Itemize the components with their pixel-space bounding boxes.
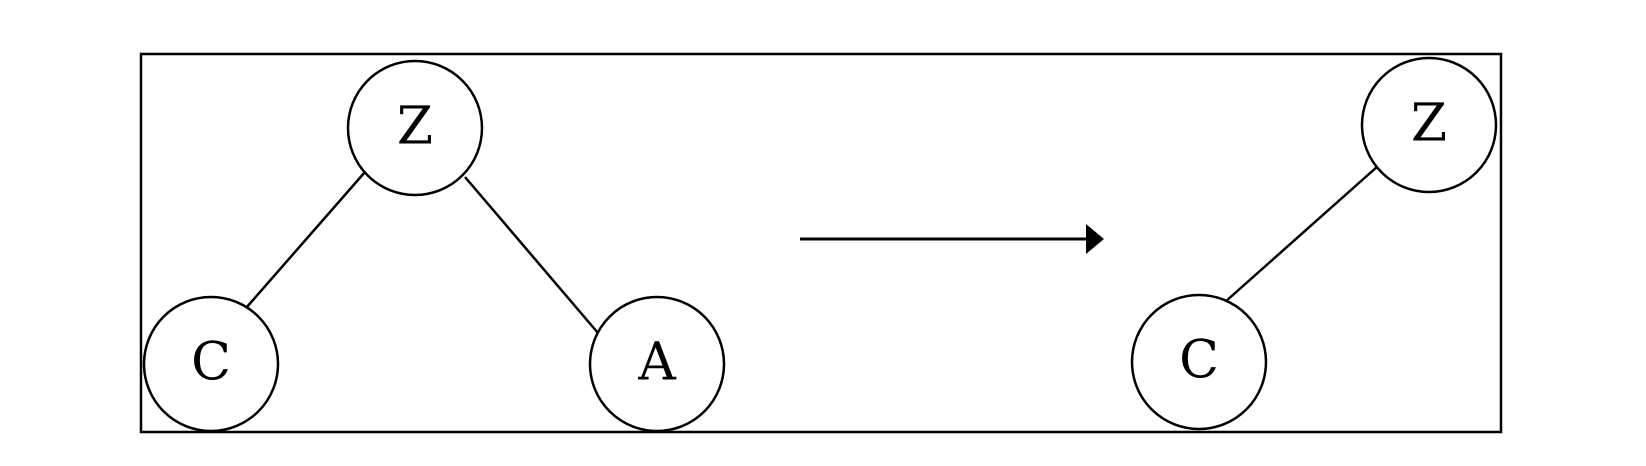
node-root-after: Z <box>1360 56 1498 194</box>
before-tree: Z C A <box>142 59 726 433</box>
edge-z-to-c-before <box>245 171 366 309</box>
node-left-after: C <box>1130 293 1268 431</box>
node-right-before-label: A <box>637 333 677 393</box>
node-root-after-label: Z <box>1411 94 1447 154</box>
node-root-before-label: Z <box>397 97 433 157</box>
diagram-frame <box>139 52 1503 434</box>
node-right-before: A <box>588 295 726 433</box>
after-tree: Z C <box>1130 56 1498 431</box>
arrow-right-icon <box>800 224 1104 254</box>
node-left-before-label: C <box>191 333 231 393</box>
edge-z-to-a-before <box>464 176 599 334</box>
node-left-after-label: C <box>1179 331 1219 391</box>
node-root-before: Z <box>346 59 484 197</box>
edge-z-to-c-after <box>1224 165 1379 303</box>
node-left-before: C <box>142 295 280 433</box>
